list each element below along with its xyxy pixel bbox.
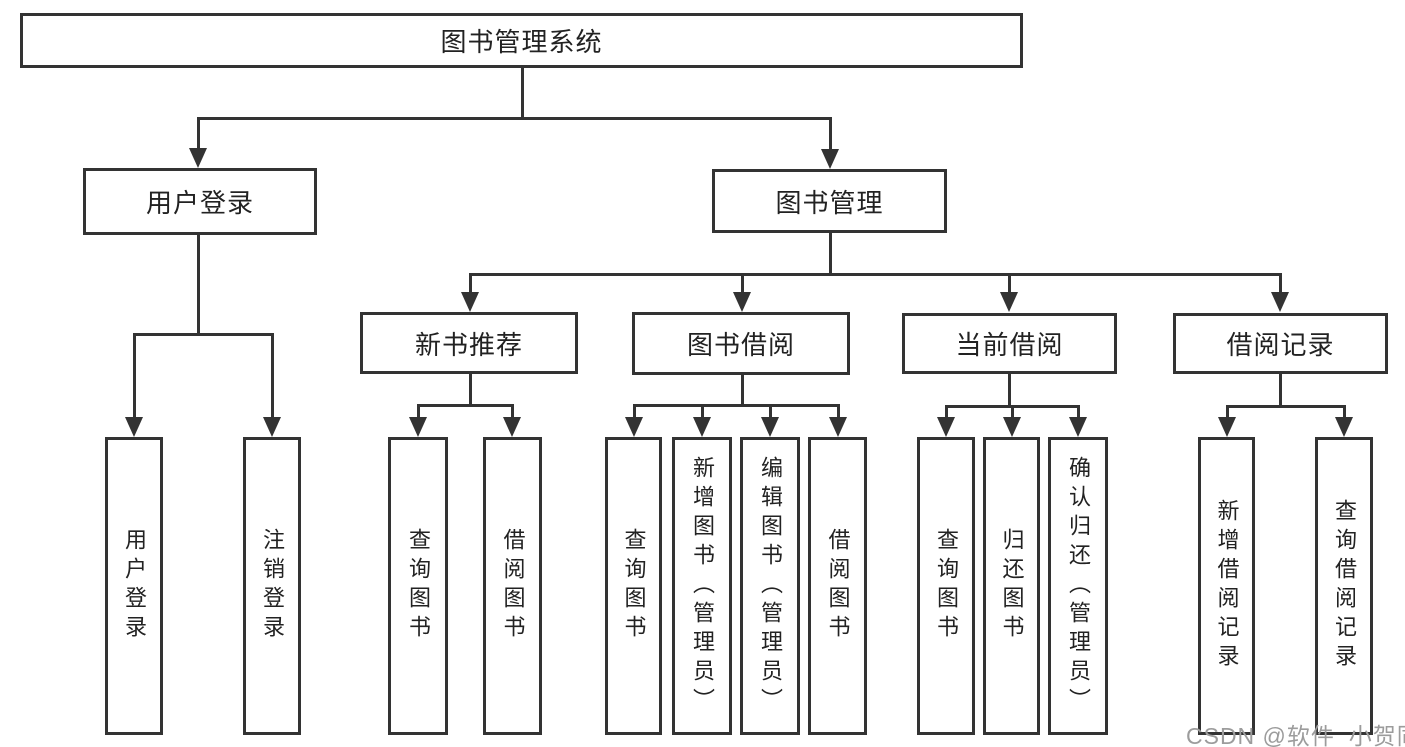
- node-current-borrow: 当前借阅: [902, 313, 1117, 374]
- connector-stem-leaf-login: [133, 333, 136, 419]
- connector-level3-bus: [469, 273, 1282, 276]
- arrowhead-nb-borrow: [503, 417, 521, 437]
- node-book-borrow: 图书借阅: [632, 312, 850, 375]
- leaf-cb-query-books-label: 查询图书: [934, 528, 959, 644]
- connector-stem-cb-return: [1011, 405, 1014, 419]
- arrowhead-br-query: [1335, 417, 1353, 437]
- connector-stem-book-borrow: [741, 273, 744, 294]
- watermark: CSDN @软件_小贺同学: [1186, 723, 1405, 747]
- arrowhead-leaf-logout: [263, 417, 281, 437]
- arrowhead-book-borrow: [733, 292, 751, 312]
- arrowhead-user-login: [189, 148, 207, 168]
- node-user-login-label: 用户登录: [145, 188, 254, 218]
- connector-stem-bb-edit: [769, 404, 772, 419]
- leaf-nb-query-books: 查询图书: [388, 437, 448, 735]
- arrowhead-cb-confirm: [1069, 417, 1087, 437]
- connector-current-borrow-down: [1008, 374, 1011, 407]
- connector-stem-user-login: [197, 117, 200, 150]
- leaf-user-login-label: 用户登录: [122, 528, 147, 644]
- arrowhead-book-mgmt: [821, 149, 839, 169]
- leaf-cb-confirm-return-admin: 确认归还（管理员）: [1048, 437, 1108, 735]
- leaf-bb-borrow-books: 借阅图书: [808, 437, 867, 735]
- node-root: 图书管理系统: [20, 13, 1023, 68]
- connector-root-down: [521, 66, 524, 119]
- leaf-cb-return-books: 归还图书: [983, 437, 1040, 735]
- connector-stem-nb-borrow: [511, 404, 514, 419]
- connector-stem-br-add: [1226, 405, 1229, 419]
- leaf-user-login: 用户登录: [105, 437, 163, 735]
- leaf-nb-borrow-books-label: 借阅图书: [500, 528, 526, 644]
- connector-book-mgmt-down: [829, 233, 832, 275]
- leaf-cb-return-books-label: 归还图书: [999, 528, 1025, 644]
- connector-stem-bb-query: [633, 404, 636, 419]
- connector-borrow-records-down: [1279, 374, 1282, 407]
- node-current-borrow-label: 当前借阅: [955, 330, 1064, 360]
- leaf-bb-edit-books-admin: 编辑图书（管理员）: [740, 437, 800, 735]
- arrowhead-borrow-records: [1271, 292, 1289, 312]
- node-user-login: 用户登录: [83, 168, 317, 235]
- connector-user-login-bus: [133, 333, 274, 336]
- connector-user-login-down: [197, 235, 200, 335]
- leaf-bb-edit-books-admin-label: 编辑图书（管理员）: [758, 455, 783, 717]
- arrowhead-new-book: [461, 292, 479, 312]
- leaf-nb-borrow-books: 借阅图书: [483, 437, 542, 735]
- connector-level2-bus: [197, 117, 832, 120]
- node-borrow-records-label: 借阅记录: [1226, 330, 1335, 360]
- arrowhead-cb-return: [1003, 417, 1021, 437]
- leaf-logout-label: 注销登录: [260, 528, 285, 644]
- connector-new-book-bus: [417, 404, 514, 407]
- node-new-book-recommend-label: 新书推荐: [414, 329, 523, 360]
- connector-stem-br-query: [1343, 405, 1346, 419]
- arrowhead-br-add: [1218, 417, 1236, 437]
- arrowhead-bb-edit: [761, 417, 779, 437]
- connector-stem-cb-confirm: [1077, 405, 1080, 419]
- arrowhead-leaf-login: [125, 417, 143, 437]
- node-book-management: 图书管理: [712, 169, 947, 233]
- node-book-management-label: 图书管理: [775, 187, 884, 218]
- leaf-br-add-record-label: 新增借阅记录: [1214, 499, 1240, 673]
- node-root-label: 图书管理系统: [440, 27, 603, 57]
- leaf-bb-add-books-admin-label: 新增图书（管理员）: [690, 455, 715, 717]
- leaf-bb-query-books: 查询图书: [605, 437, 662, 735]
- arrowhead-bb-add: [693, 417, 711, 437]
- node-borrow-records: 借阅记录: [1173, 313, 1388, 374]
- leaf-br-add-record: 新增借阅记录: [1198, 437, 1255, 735]
- leaf-br-query-record-label: 查询借阅记录: [1332, 499, 1357, 673]
- connector-new-book-down: [469, 374, 472, 406]
- leaf-bb-add-books-admin: 新增图书（管理员）: [672, 437, 732, 735]
- leaf-nb-query-books-label: 查询图书: [406, 528, 431, 644]
- arrowhead-bb-query: [625, 417, 643, 437]
- node-book-borrow-label: 图书借阅: [686, 330, 795, 360]
- connector-stem-current-borrow: [1008, 273, 1011, 294]
- arrowhead-nb-query: [409, 417, 427, 437]
- connector-stem-cb-query: [945, 405, 948, 419]
- connector-stem-book-mgmt: [829, 117, 832, 151]
- connector-borrow-records-bus: [1226, 405, 1346, 408]
- leaf-logout: 注销登录: [243, 437, 301, 735]
- connector-book-borrow-bus: [633, 404, 840, 407]
- connector-stem-bb-borrow: [837, 404, 840, 419]
- arrowhead-current-borrow: [1000, 292, 1018, 312]
- node-new-book-recommend: 新书推荐: [360, 312, 578, 374]
- leaf-bb-query-books-label: 查询图书: [621, 528, 647, 644]
- connector-stem-bb-add: [701, 404, 704, 419]
- leaf-cb-confirm-return-admin-label: 确认归还（管理员）: [1066, 455, 1091, 717]
- connector-stem-nb-query: [417, 404, 420, 419]
- connector-book-borrow-down: [741, 375, 744, 406]
- arrowhead-cb-query: [937, 417, 955, 437]
- leaf-bb-borrow-books-label: 借阅图书: [825, 528, 851, 644]
- connector-stem-new-book: [469, 273, 472, 294]
- connector-stem-leaf-logout: [271, 333, 274, 419]
- leaf-br-query-record: 查询借阅记录: [1315, 437, 1373, 735]
- connector-stem-borrow-records: [1279, 273, 1282, 294]
- arrowhead-bb-borrow: [829, 417, 847, 437]
- leaf-cb-query-books: 查询图书: [917, 437, 975, 735]
